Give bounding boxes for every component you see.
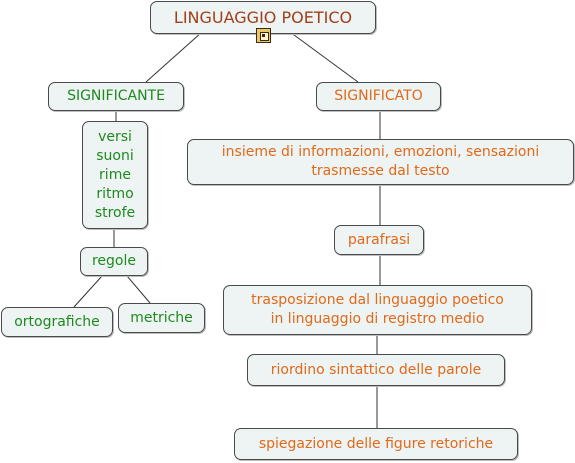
node-label: versi suoni rime ritmo strofe [94,128,136,221]
node-elements[interactable]: versi suoni rime ritmo strofe [82,121,148,229]
node-riordino[interactable]: riordino sintattico delle parole [247,354,505,386]
link-root-significato [289,31,359,83]
node-definition[interactable]: insieme di informazioni, emozioni, sensa… [187,139,574,185]
node-label: riordino sintattico delle parole [270,361,482,378]
node-label: parafrasi [347,231,411,248]
node-label: regole [91,253,137,269]
node-label: spiegazione delle figure retoriche [258,435,494,452]
link-root-significante [145,31,203,83]
node-label: insieme di informazioni, emozioni, sensa… [221,144,540,179]
node-significante[interactable]: SIGNIFICANTE [48,82,184,111]
node-label: SIGNIFICANTE [67,88,165,104]
node-spiegazione[interactable]: spiegazione delle figure retoriche [234,428,518,460]
link-regole-ortografiche [73,275,103,308]
resource-icon[interactable] [256,28,271,43]
node-label: trasposizione dal linguaggio poetico in … [251,292,504,327]
node-trasposizione[interactable]: trasposizione dal linguaggio poetico in … [223,285,532,335]
node-metriche[interactable]: metriche [118,303,205,333]
node-label: LINGUAGGIO POETICO [173,8,353,27]
node-parafrasi[interactable]: parafrasi [334,225,424,255]
node-label: ortografiche [14,313,100,330]
link-regole-metriche [126,275,151,304]
node-label: SIGNIFICATO [334,88,423,104]
node-ortografiche[interactable]: ortografiche [1,307,113,337]
node-label: metriche [130,309,193,326]
node-significato[interactable]: SIGNIFICATO [316,82,441,111]
node-regole[interactable]: regole [80,247,148,276]
